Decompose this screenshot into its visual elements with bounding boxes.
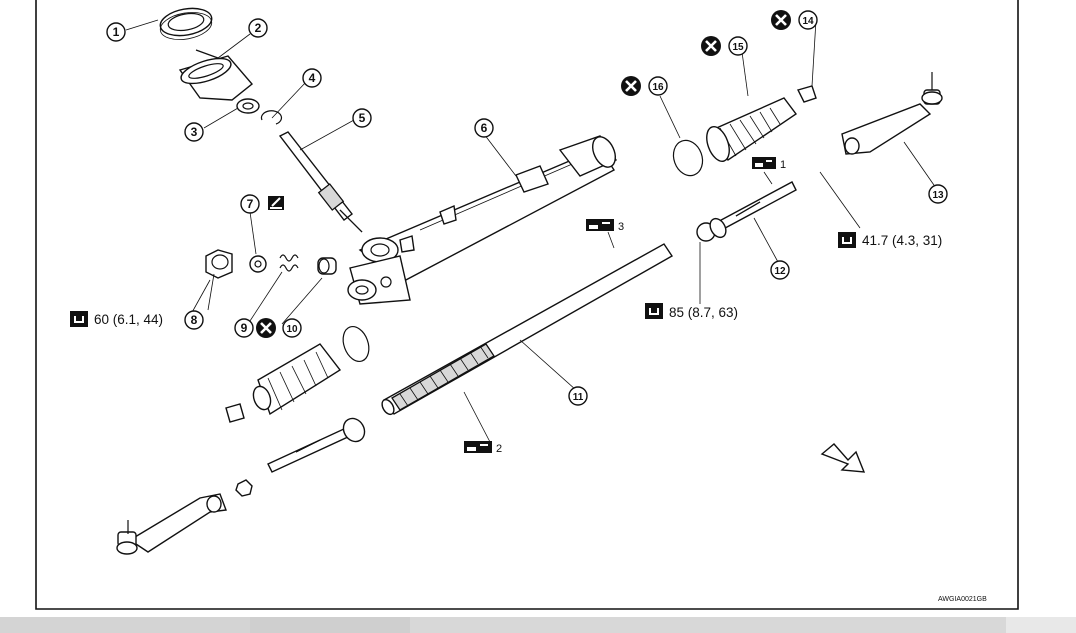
callout-num: 8 [191,313,198,327]
callout-4: 4 [302,68,322,88]
callout-14: 14 [798,10,818,30]
callout-7: 7 [240,194,260,214]
toolbar-segment [250,617,410,633]
grease-point-num: 2 [496,443,502,455]
callout-num: 10 [286,324,298,335]
torque-wrench-icon [645,303,663,319]
callout-num: 14 [802,16,814,27]
callout-11: 11 [568,386,588,406]
left-inner-socket [267,417,366,473]
callout-num: 11 [573,392,584,403]
callout-num: 7 [247,197,254,211]
toolbar-segment [1006,617,1076,633]
frame-border [35,0,1019,610]
x-circle-icon [256,318,276,338]
part-14-clamp [796,85,817,103]
left-nut [235,479,253,497]
callout-num: 9 [241,321,248,335]
callout-num: 12 [774,266,786,277]
part-16-boot-band [672,139,704,177]
torque-spec-text: 41.7 (4.3, 31) [862,233,942,248]
part-1-seal [159,7,213,40]
torque-spec-13: 41.7 (4.3, 31) [838,232,942,248]
part-9-spring [279,254,299,272]
left-boot [252,343,342,416]
part-13-outer-socket-right [841,72,943,155]
torque-spec-12: 85 (8.7, 63) [645,303,738,320]
callout-num: 3 [191,125,198,139]
x-circle-icon [621,76,641,96]
part-7-washer [249,255,267,273]
left-outer-socket [116,493,227,555]
torque-spec-8: 60 (6.1, 44) [70,311,163,327]
callout-16: 16 [648,76,668,96]
part-11-rack [381,243,673,416]
figure-code: AWGIA0021GB [938,596,987,603]
grease-icon [752,157,776,169]
callout-10: 10 [282,318,302,338]
part-15-boot-right [706,97,798,162]
leader-lines [125,19,937,443]
callout-8: 8 [184,310,204,330]
torque-wrench-icon [838,232,856,248]
toolbar-segment [0,617,250,633]
grease-icon [586,219,614,231]
callout-3: 3 [184,122,204,142]
toolbar-segment [410,617,1006,633]
part-8-adjusting-screw [205,249,233,279]
part-5-pinion [278,131,363,233]
callout-1: 1 [106,22,126,42]
grease-point-1: 1 [752,157,786,171]
part-10-retainer [317,257,337,275]
callout-2: 2 [248,18,268,38]
left-clamp [225,403,245,423]
grease-point-num: 1 [780,159,786,171]
bottom-toolbar [0,617,1076,633]
left-boot-band [342,325,370,363]
part-4-snap-ring [260,110,283,125]
torque-spec-text: 85 (8.7, 63) [669,305,738,320]
part-12-inner-socket-right [696,181,797,242]
callout-12: 12 [770,260,790,280]
x-circle-icon [771,10,791,30]
front-arrow-icon [820,443,866,473]
callout-num: 5 [359,111,366,125]
callout-6: 6 [474,118,494,138]
grease-icon [464,441,492,453]
callout-5: 5 [352,108,372,128]
callout-15: 15 [728,36,748,56]
x-circle-icon [701,36,721,56]
callout-num: 1 [113,25,120,39]
torque-wrench-icon [70,311,88,327]
grease-point-3: 3 [586,219,624,233]
grease-point-2: 2 [464,441,502,455]
callout-num: 15 [732,42,744,53]
grease-point-num: 3 [618,221,624,233]
torque-spec-text: 60 (6.1, 44) [94,312,163,327]
sealant-icon [268,196,284,210]
part-3-washer [236,98,260,114]
callout-13: 13 [928,184,948,204]
callout-num: 2 [255,21,262,35]
callout-num: 6 [481,121,488,135]
callout-num: 16 [652,82,664,93]
callout-num: 4 [309,71,316,85]
callout-9: 9 [234,318,254,338]
part-6-housing [347,135,618,305]
callout-num: 13 [932,190,944,201]
part-2-cover [178,49,254,101]
